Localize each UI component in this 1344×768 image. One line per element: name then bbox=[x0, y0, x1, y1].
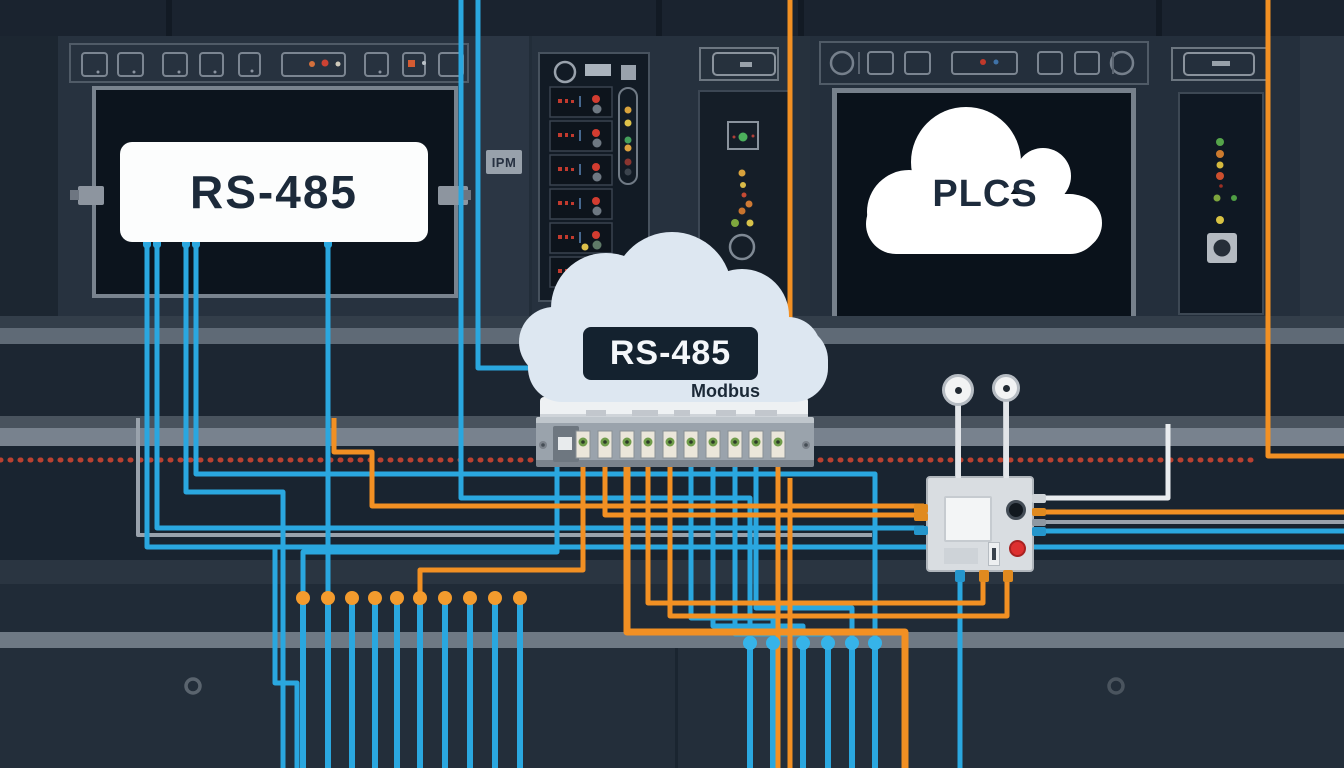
bottom-wall bbox=[0, 648, 1344, 768]
gauge-icon bbox=[992, 374, 1020, 402]
control-knob-icon bbox=[1006, 500, 1026, 520]
rs485-label-card: RS-485 bbox=[120, 142, 428, 242]
wall-seam bbox=[166, 0, 172, 42]
wall-seam bbox=[1156, 0, 1162, 42]
cloud-rs485-badge: RS-485 bbox=[583, 327, 758, 380]
top-wall bbox=[0, 0, 1344, 42]
controller-lower-panel bbox=[944, 548, 978, 564]
wall-seam bbox=[798, 0, 804, 42]
toggle-switch-icon bbox=[988, 542, 1000, 566]
wall-seam bbox=[656, 0, 662, 42]
controller-display bbox=[944, 496, 992, 542]
right-rack-panel bbox=[1178, 92, 1264, 315]
gauge-icon bbox=[942, 374, 974, 406]
modbus-label: Modbus bbox=[691, 381, 760, 401]
lower-shelf-band bbox=[0, 632, 1344, 648]
cabinet-divider-column bbox=[478, 36, 532, 328]
left-wall-column bbox=[0, 36, 58, 330]
cloud-plcs-shape bbox=[866, 107, 1102, 254]
red-button-icon bbox=[1009, 540, 1026, 557]
terminal-blocks bbox=[539, 410, 1046, 582]
right-wall-column bbox=[1300, 36, 1344, 330]
cabinet-plate-label: IPM bbox=[486, 150, 522, 174]
gauge-stem bbox=[1003, 398, 1009, 478]
gauge-stem bbox=[955, 400, 961, 478]
plcs-label: PLCS bbox=[932, 172, 1038, 215]
bottom-wall-seam bbox=[675, 648, 678, 768]
controller-box bbox=[926, 476, 1034, 572]
